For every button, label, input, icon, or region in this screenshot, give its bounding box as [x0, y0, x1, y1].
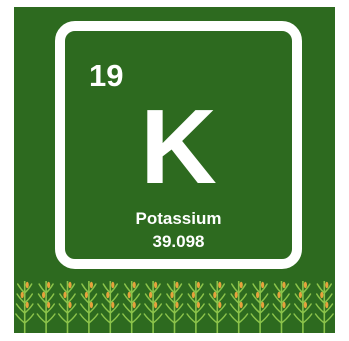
corn-plant	[79, 281, 99, 333]
corn-plant	[229, 281, 249, 333]
corn-plant	[36, 281, 56, 333]
corn-plants-icon	[15, 281, 334, 333]
corn-plant	[293, 281, 313, 333]
corn-plant	[143, 281, 163, 333]
corn-plant	[57, 281, 78, 333]
element-name: Potassium	[135, 209, 222, 228]
corn-plant	[100, 281, 120, 333]
corn-plant	[15, 281, 35, 333]
corn-plant	[314, 281, 334, 333]
corn-plant	[122, 281, 142, 333]
corn-plant	[250, 281, 270, 333]
atomic-number: 19	[89, 58, 124, 93]
corn-plant	[186, 281, 206, 333]
element-tile: 19 K Potassium 39.098	[55, 21, 302, 269]
element-symbol: K	[140, 88, 217, 206]
corn-plant	[164, 281, 185, 333]
element-card: 19 K Potassium 39.098	[14, 7, 335, 333]
atomic-mass: 39.098	[152, 232, 205, 251]
corn-plant	[271, 281, 292, 333]
corn-plant	[207, 281, 227, 333]
